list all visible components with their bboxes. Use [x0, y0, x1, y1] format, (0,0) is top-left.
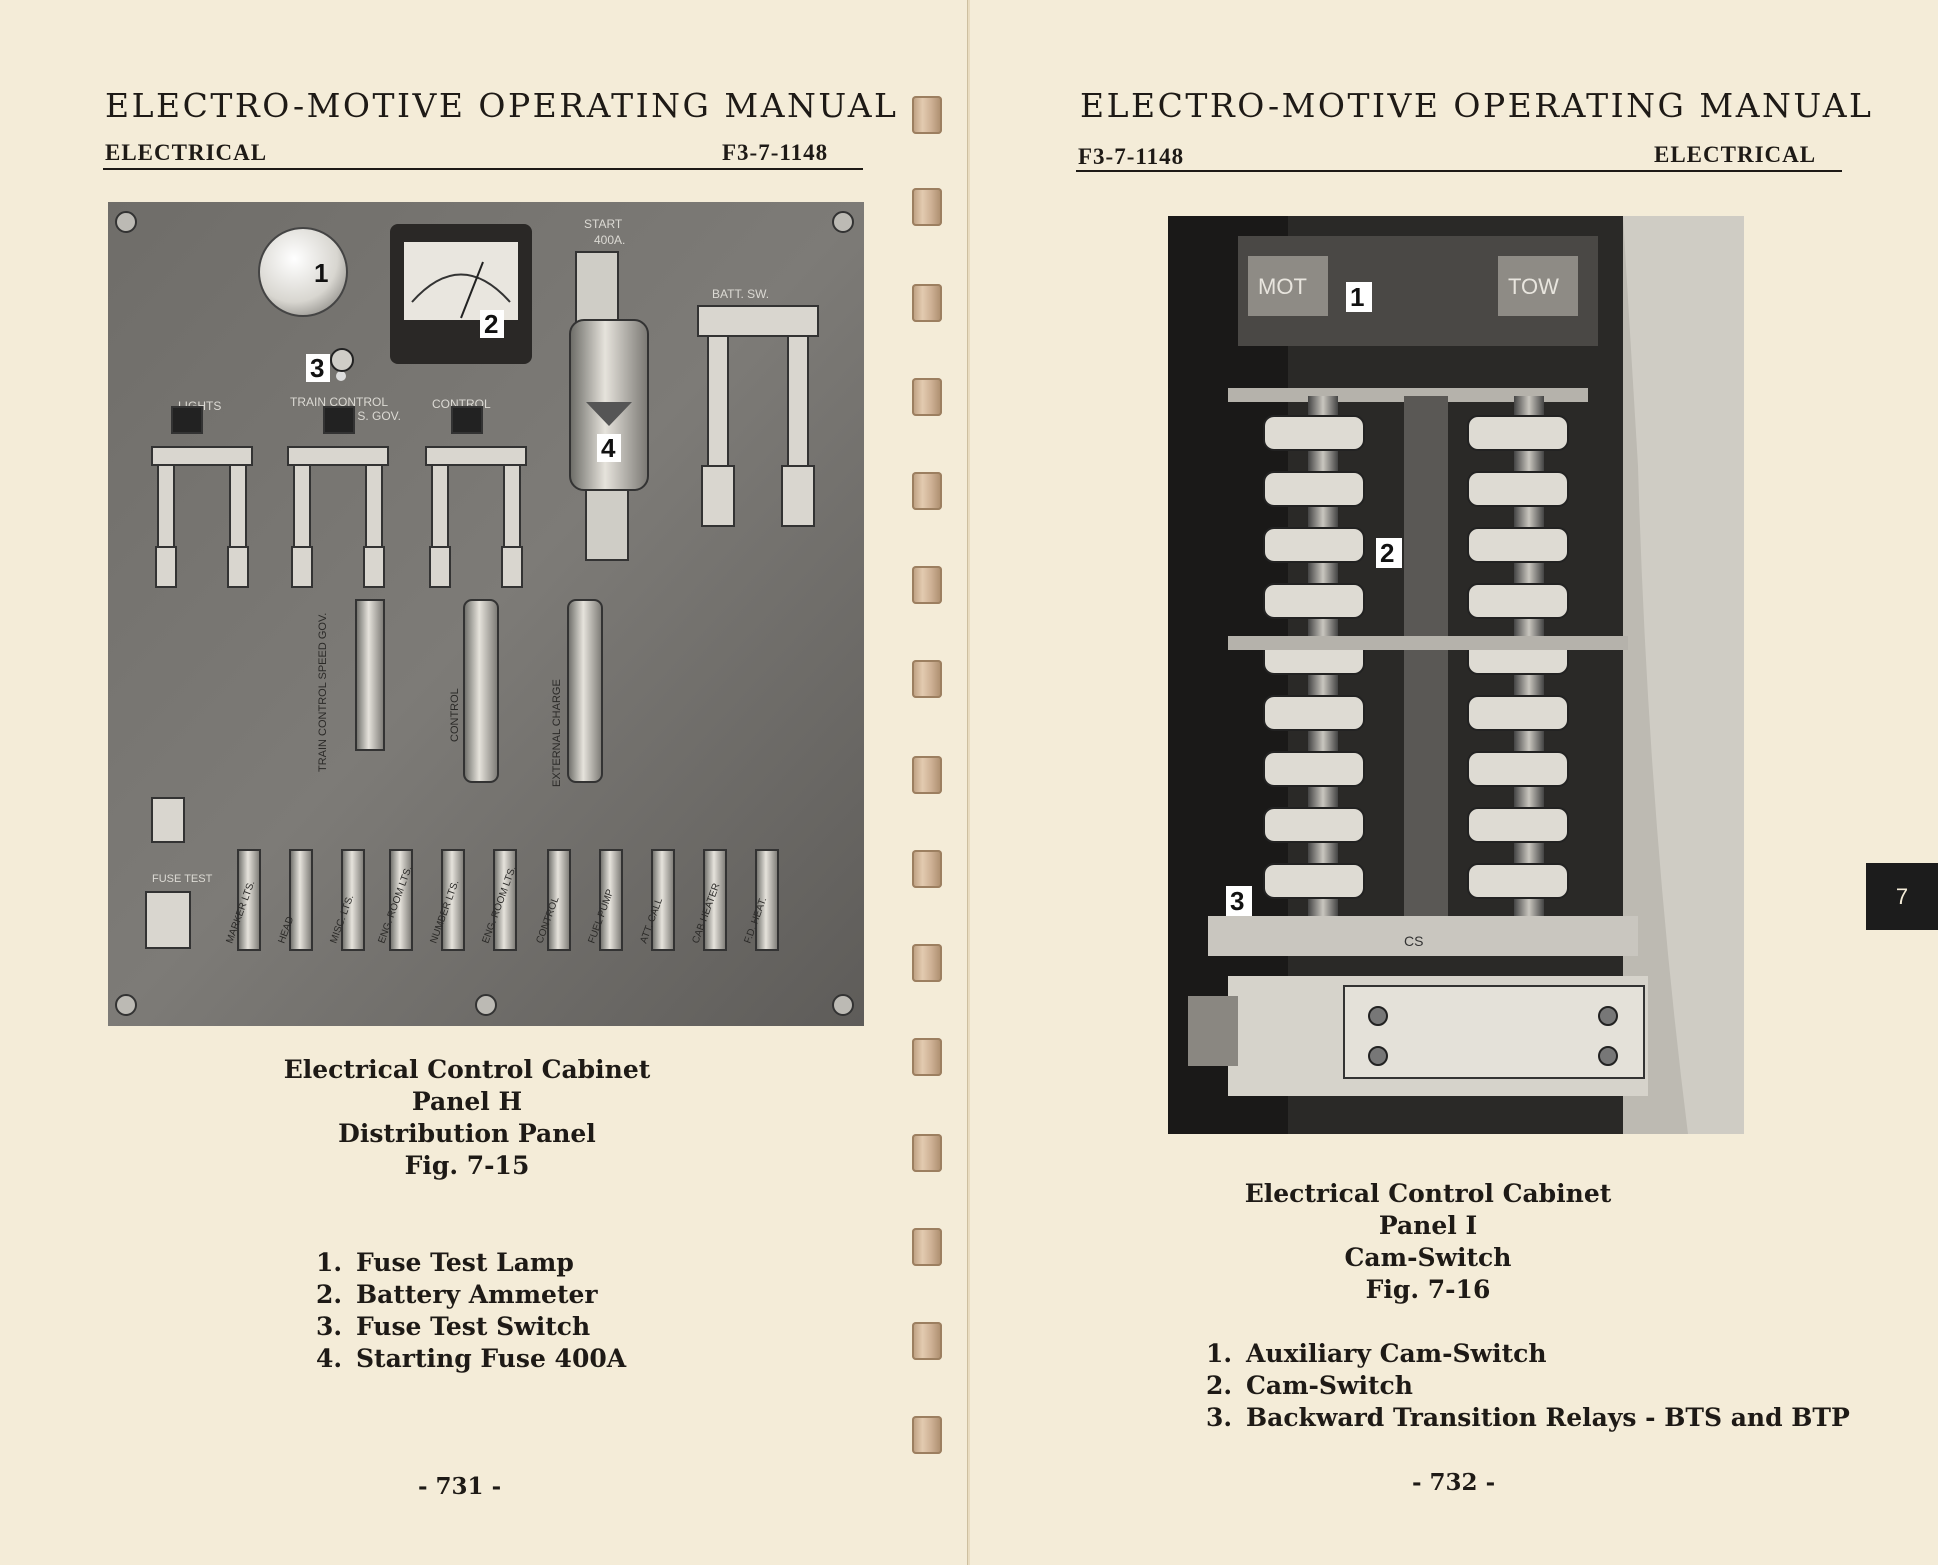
cam-contact: [1263, 751, 1365, 787]
right-page: ELECTRO-MOTIVE OPERATING MANUAL F3-7-114…: [970, 0, 1938, 1565]
section-label: ELECTRICAL: [1654, 142, 1817, 167]
figure-caption: Electrical Control Cabinet Panel I Cam-S…: [1178, 1178, 1678, 1306]
distribution-panel-photo: START 400A. BATT. SW. LIGHTS TRAIN CONTR…: [108, 202, 864, 1026]
label-mot: MOT: [1258, 274, 1307, 299]
cam-contact: [1467, 751, 1569, 787]
caption-line-2: Panel H: [411, 1087, 523, 1116]
page-number: - 732 -: [1412, 1469, 1496, 1496]
legend-item: 1.Auxiliary Cam-Switch: [1206, 1339, 1547, 1368]
header-rule: [103, 168, 863, 170]
legend-item: 1.Fuse Test Lamp: [316, 1248, 574, 1277]
cam-contact: [1263, 695, 1365, 731]
legend-item: 3.Backward Transition Relays - BTS and B…: [1206, 1403, 1850, 1432]
figure-legend: 1.Fuse Test Lamp 2.Battery Ammeter 3.Fus…: [316, 1247, 626, 1375]
label-tow: TOW: [1508, 274, 1559, 299]
cam-contact: [1467, 807, 1569, 843]
legend-item: 2.Cam-Switch: [1206, 1371, 1413, 1400]
header-rule: [1076, 170, 1842, 172]
cam-contact: [1467, 415, 1569, 451]
doc-number: F3-7-1148: [722, 140, 829, 165]
cam-switch-photo: MOT TOW CS 1: [1168, 216, 1744, 1134]
page-number: - 731 -: [418, 1473, 502, 1500]
label-vfuse-1: TRAIN CONTROL SPEED GOV.: [317, 613, 329, 772]
cam-contact: [1263, 415, 1365, 451]
caption-line-1: Electrical Control Cabinet: [283, 1055, 651, 1084]
caption-line-4: Fig. 7-15: [404, 1151, 530, 1180]
left-page: ELECTRO-MOTIVE OPERATING MANUAL ELECTRIC…: [0, 0, 968, 1565]
label-fuse-test: FUSE TEST: [152, 873, 213, 885]
cam-contact: [1467, 863, 1569, 899]
section-label: ELECTRICAL: [105, 140, 268, 165]
legend-item: 2.Battery Ammeter: [316, 1280, 598, 1309]
callout-2: 2: [1380, 538, 1394, 568]
label-start-amps: 400A.: [594, 233, 625, 247]
figure-legend: 1.Auxiliary Cam-Switch 2.Cam-Switch 3.Ba…: [1206, 1338, 1850, 1434]
manual-title: ELECTRO-MOTIVE OPERATING MANUAL: [105, 86, 899, 125]
caption-line-1: Electrical Control Cabinet: [1244, 1179, 1612, 1208]
chapter-tab: 7: [1866, 863, 1938, 930]
caption-line-3: Cam-Switch: [1344, 1243, 1512, 1272]
cam-contact: [1263, 863, 1365, 899]
figure-caption: Electrical Control Cabinet Panel H Distr…: [232, 1054, 702, 1182]
caption-line-3: Distribution Panel: [338, 1119, 596, 1148]
label-start: START: [584, 217, 623, 231]
legend-item: 4.Starting Fuse 400A: [316, 1344, 627, 1373]
label-sgov: & S. GOV.: [346, 409, 401, 423]
label-vfuse-3: EXTERNAL CHARGE: [551, 679, 563, 787]
cam-contact: [1263, 807, 1365, 843]
cam-contact: [1263, 583, 1365, 619]
label-train-control: TRAIN CONTROL: [290, 395, 388, 409]
caption-line-4: Fig. 7-16: [1365, 1275, 1491, 1304]
callout-3: 3: [310, 353, 324, 383]
callout-1: 1: [314, 258, 328, 288]
cam-contact: [1467, 527, 1569, 563]
cam-contact: [1263, 527, 1365, 563]
doc-number: F3-7-1148: [1078, 144, 1185, 169]
cam-contact: [1467, 471, 1569, 507]
label-cs: CS: [1404, 933, 1423, 949]
cam-contact: [1467, 695, 1569, 731]
cam-contact: [1467, 583, 1569, 619]
label-batt-sw: BATT. SW.: [712, 287, 769, 301]
callout-3: 3: [1230, 886, 1244, 916]
callout-4: 4: [601, 433, 616, 463]
callout-1: 1: [1350, 282, 1364, 312]
callout-2: 2: [484, 309, 498, 339]
manual-title: ELECTRO-MOTIVE OPERATING MANUAL: [1080, 86, 1874, 125]
caption-line-2: Panel I: [1378, 1211, 1478, 1240]
legend-item: 3.Fuse Test Switch: [316, 1312, 591, 1341]
label-vfuse-2: CONTROL: [449, 688, 461, 742]
cam-contact: [1263, 471, 1365, 507]
